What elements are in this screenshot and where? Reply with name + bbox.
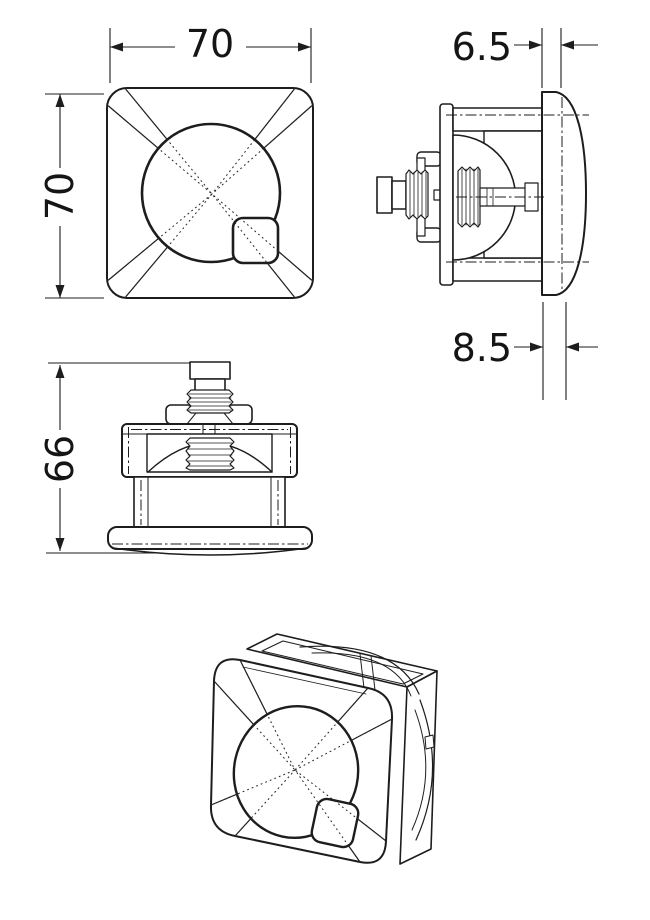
side-view bbox=[376, 91, 589, 296]
housing-arm-bottom bbox=[452, 257, 543, 282]
iso-small-button bbox=[310, 797, 360, 849]
elevation-height-dimension: 66 bbox=[38, 362, 190, 554]
dim-label-front-width: 70 bbox=[186, 22, 234, 66]
plate-thickness-top-dimension: 6.5 bbox=[452, 25, 598, 88]
dim-label-plate-bottom: 8.5 bbox=[452, 326, 512, 370]
dim-arrow-right bbox=[530, 342, 543, 352]
plate-dome-bottom bbox=[112, 547, 308, 556]
threaded-collar bbox=[405, 169, 429, 220]
push-rod-stub bbox=[376, 176, 393, 214]
bracket-plate bbox=[439, 103, 454, 286]
threaded-shaft bbox=[186, 389, 234, 414]
front-height-dimension: 70 bbox=[38, 93, 104, 299]
front-view bbox=[106, 87, 314, 299]
iso-mechanism-arc bbox=[299, 645, 420, 695]
window-thread bbox=[185, 437, 235, 471]
face-plate-elevation bbox=[107, 526, 313, 550]
dim-arrow-right bbox=[529, 40, 542, 50]
dim-arrow-right bbox=[298, 42, 311, 52]
isometric-view bbox=[209, 633, 438, 865]
housing-arm-top bbox=[452, 107, 543, 132]
front-width-dimension: 70 bbox=[109, 22, 312, 83]
iso-side-nub bbox=[424, 734, 435, 750]
plate-thickness-bottom-dimension: 8.5 bbox=[452, 302, 598, 400]
elevation-view bbox=[107, 361, 313, 556]
inner-thread bbox=[457, 166, 481, 228]
dim-arrow-up bbox=[55, 365, 65, 378]
dim-label-elevation-height: 66 bbox=[38, 435, 82, 483]
dim-arrow-down bbox=[55, 285, 65, 298]
collar-flare bbox=[186, 412, 234, 425]
small-flush-button bbox=[231, 216, 280, 265]
iso-dome-edge bbox=[415, 699, 434, 841]
lower-housing bbox=[133, 476, 286, 528]
dim-label-front-height: 70 bbox=[38, 172, 82, 220]
dim-arrow-left bbox=[566, 342, 579, 352]
face-plate-profile bbox=[541, 91, 587, 296]
dim-arrow-down bbox=[55, 538, 65, 551]
dim-label-plate-top: 6.5 bbox=[452, 25, 512, 69]
iso-frame-top-inner bbox=[261, 640, 424, 685]
dim-arrow-left bbox=[561, 40, 574, 50]
dim-arrow-left bbox=[110, 42, 123, 52]
push-rod-step bbox=[391, 180, 407, 210]
dim-arrow-up bbox=[55, 94, 65, 107]
iso-hidden-chamfer-lines bbox=[210, 659, 393, 863]
iso-frame-right-face bbox=[399, 670, 438, 865]
iso-plate-bevel bbox=[242, 666, 367, 695]
iso-clip-hint bbox=[359, 653, 376, 691]
push-rod-cap bbox=[189, 361, 231, 380]
